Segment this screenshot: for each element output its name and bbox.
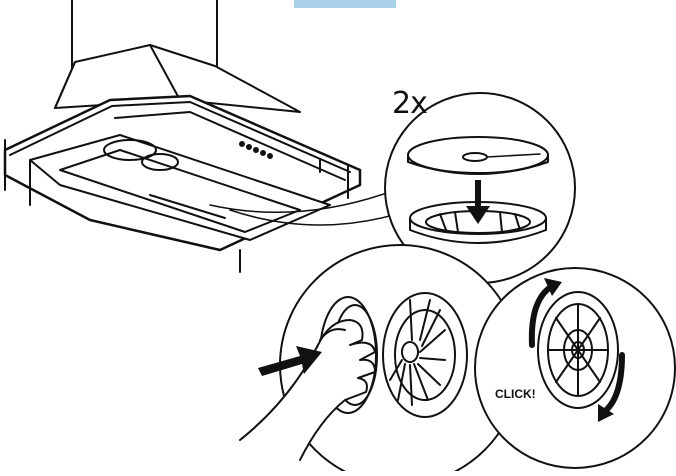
carbon-filter-icon: [409, 201, 547, 244]
header-tab: [294, 0, 396, 8]
filter-cover-icon: [407, 136, 549, 175]
fan-grille: [382, 292, 468, 418]
push-arrow-icon: [258, 346, 322, 376]
push-bubble: [239, 244, 521, 476]
repeat-count-label: 2x: [392, 86, 428, 121]
click-label: CLICK!: [495, 387, 536, 401]
header-tab-label: [294, 0, 396, 8]
rotate-bubble: [474, 267, 676, 469]
rotate-arrow-icon: [528, 278, 625, 422]
hood-appliance-icon: [3, 0, 411, 273]
hand-icon: [239, 319, 376, 461]
